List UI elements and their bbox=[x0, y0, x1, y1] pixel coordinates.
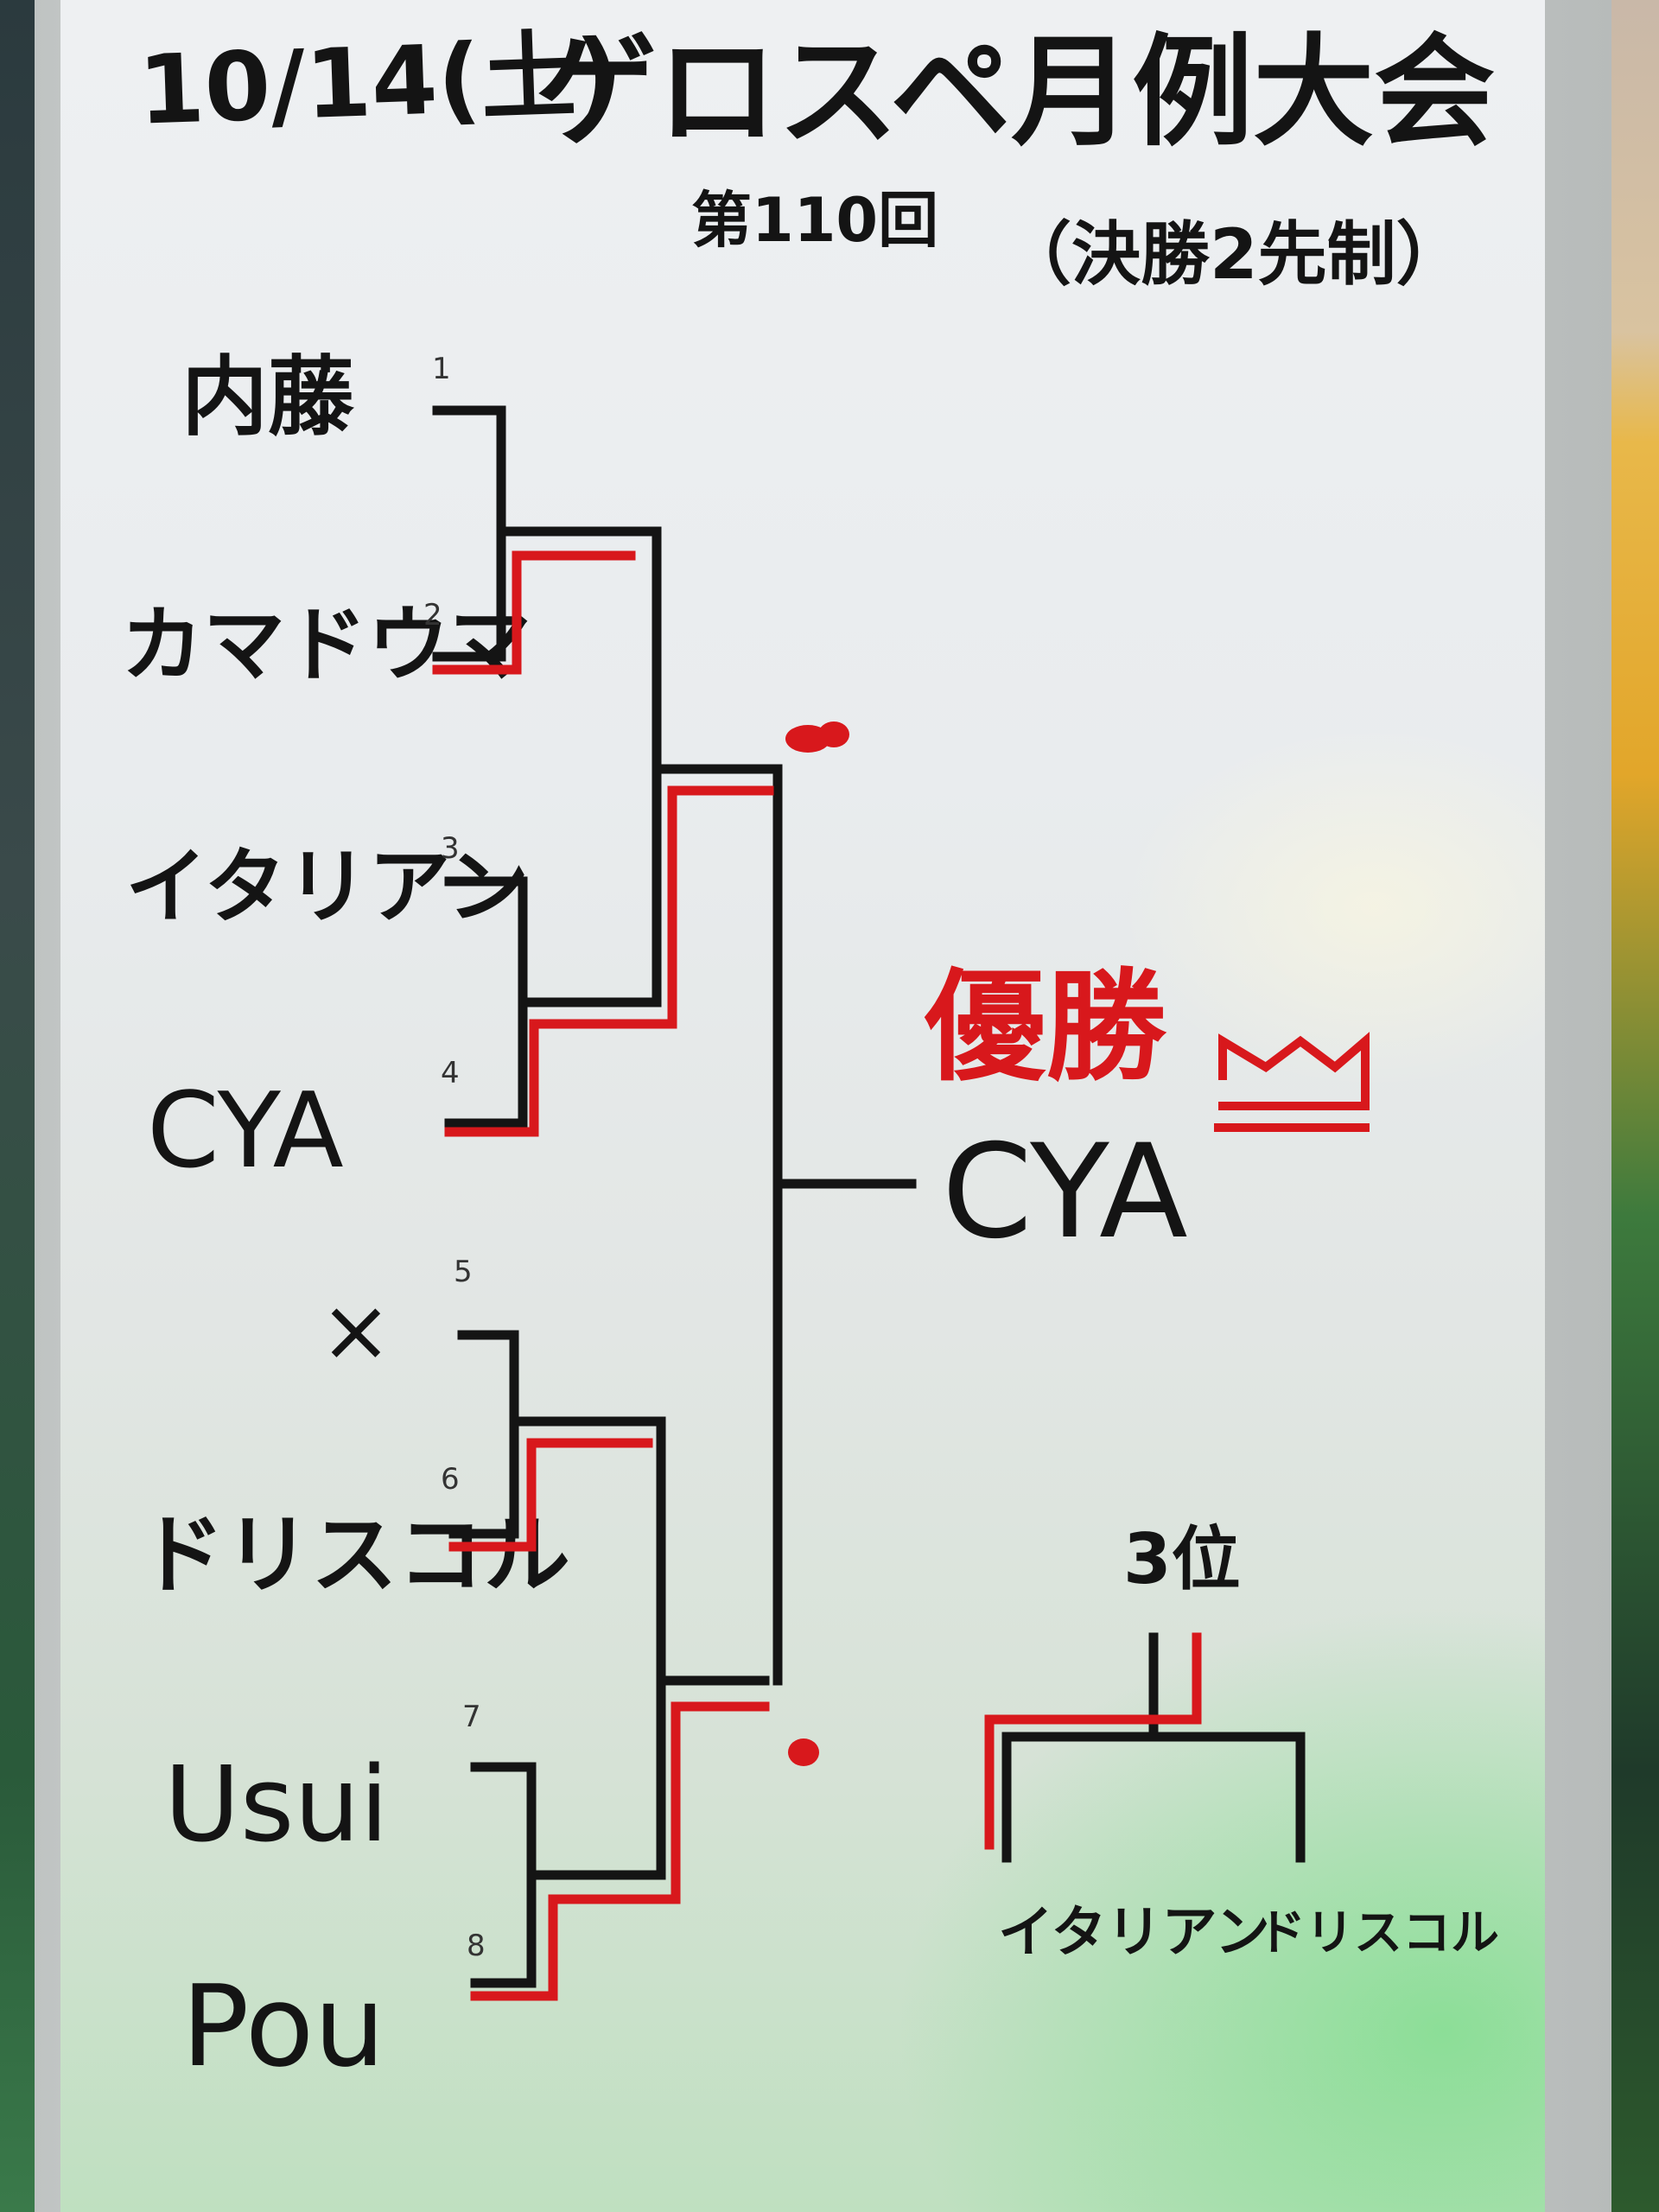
whiteboard: 10/14(土) ゲロスペ月例大会 第110回 （決勝2先制） 内藤 カマドウマ… bbox=[60, 0, 1545, 2212]
seed-number-4: 4 bbox=[441, 1056, 460, 1090]
winner-mark-top bbox=[785, 721, 849, 753]
bracket-red-lines bbox=[432, 550, 1202, 2001]
player-name-7: Usui bbox=[164, 1745, 389, 1866]
bracket-lines bbox=[432, 405, 1370, 2001]
event-edition: 第110回 bbox=[691, 185, 939, 256]
bracket-black-lines bbox=[432, 405, 1306, 1988]
final-rule: （決勝2先制） bbox=[1002, 214, 1465, 295]
seed-number-3: 3 bbox=[441, 831, 460, 866]
champion-label: 優勝 bbox=[925, 957, 1167, 1098]
third-place-label: 3位 bbox=[1123, 1519, 1241, 1599]
seed-number-5: 5 bbox=[454, 1255, 473, 1289]
seed-number-2: 2 bbox=[423, 598, 442, 632]
event-title: ゲロスペ月例大会 bbox=[536, 22, 1496, 163]
seed-number-7: 7 bbox=[462, 1700, 481, 1734]
seed-number-1: 1 bbox=[432, 352, 451, 386]
seed-number-6: 6 bbox=[441, 1462, 460, 1497]
winner-mark-bottom bbox=[788, 1738, 819, 1766]
crown-icon bbox=[1214, 1032, 1370, 1132]
player-name-5: × bbox=[320, 1280, 392, 1381]
player-name-3: イタリアン bbox=[125, 840, 530, 935]
player-name-8: Pou bbox=[181, 1961, 385, 2092]
player-name-6: ドリスコル bbox=[138, 1504, 570, 1605]
seed-number-8: 8 bbox=[467, 1929, 486, 1963]
third-place-right-player: ドリスコル bbox=[1257, 1905, 1499, 1961]
champion-name: CYA bbox=[942, 1117, 1188, 1268]
third-place-left-player: イタリアン bbox=[998, 1901, 1270, 1965]
player-name-4: CYA bbox=[147, 1071, 344, 1192]
player-name-1: 内藤 bbox=[181, 346, 354, 448]
